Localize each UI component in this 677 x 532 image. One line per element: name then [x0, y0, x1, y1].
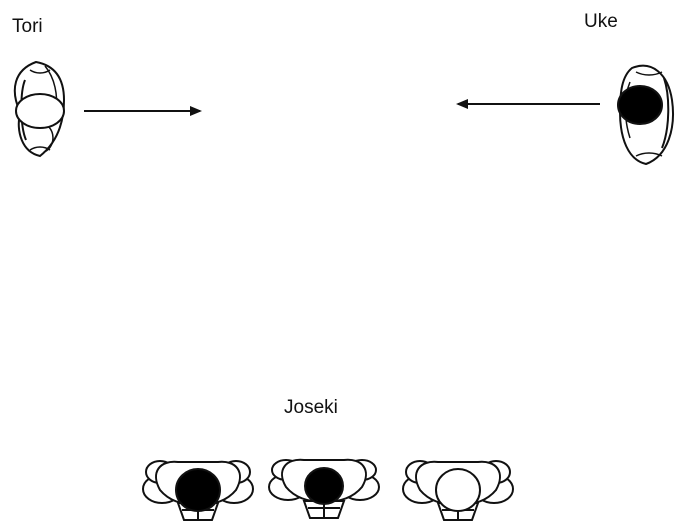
joseki-head-3	[435, 468, 481, 512]
joseki-head-2	[304, 467, 344, 505]
joseki-label: Joseki	[284, 397, 338, 418]
joseki-figure-2	[268, 458, 380, 519]
joseki-figure-1	[142, 460, 254, 521]
tori-label: Tori	[12, 16, 43, 37]
tori-head	[15, 93, 65, 129]
uke-figure	[617, 64, 674, 166]
uke-head	[617, 85, 663, 125]
uke-label: Uke	[584, 11, 618, 32]
joseki-figure-3	[402, 460, 514, 521]
tori-figure	[13, 60, 66, 158]
joseki-head-1	[175, 468, 221, 512]
